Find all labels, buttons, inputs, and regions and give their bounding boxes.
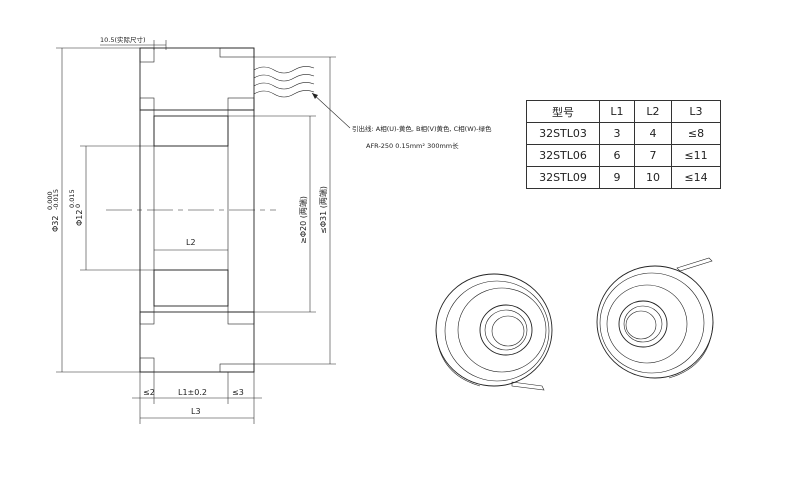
spec-table: 型号 L1 L2 L3 32STL03 3 4 ≤8 32STL06 6 7 ≤… — [526, 100, 721, 189]
isometric-view-front — [435, 273, 553, 391]
dim-l1: L1±0.2 — [178, 388, 207, 397]
dim-top-text: 10.5(实际尺寸) — [100, 35, 146, 44]
svg-text:0.000: 0.000 — [46, 191, 54, 210]
lead-wires — [253, 66, 315, 98]
svg-text:0.015: 0.015 — [68, 189, 76, 208]
isometric-view-rear — [596, 257, 714, 379]
lead-note-line1: 引出线: A相(U)-黄色, B相(V)黄色, C相(W)-绿色 — [352, 124, 492, 133]
dim-stator-diameter: ≤Φ31 (两端) — [318, 186, 328, 234]
table-row: 32STL09 9 10 ≤14 — [526, 166, 721, 189]
dim-rotor-diameter: ≥Φ20 (两端) — [298, 196, 308, 244]
stator-top — [139, 47, 255, 111]
rotor-top — [153, 115, 229, 147]
dim-l2: L2 — [186, 238, 196, 247]
svg-text:-0.015: -0.015 — [52, 189, 60, 210]
dim-l3: L3 — [191, 407, 201, 416]
cross-section — [106, 47, 351, 373]
dimensions: 10.5(实际尺寸) Φ32 0.000 -0.015 Φ12 0.015 0 … — [46, 35, 336, 424]
rotor-bottom — [153, 269, 229, 307]
table-row: 32STL03 3 4 ≤8 — [526, 122, 721, 145]
lead-note-line2: AFR-250 0.15mm² 300mm长 — [366, 141, 459, 150]
table-row: 32STL06 6 7 ≤11 — [526, 144, 721, 167]
header-model: 型号 — [526, 100, 600, 123]
table-header-row: 型号 L1 L2 L3 — [526, 100, 721, 123]
dim-right-gap: ≤3 — [232, 388, 244, 397]
header-l3: L3 — [671, 100, 721, 123]
dim-outer-diameter: Φ32 — [51, 216, 60, 232]
svg-text:0: 0 — [74, 204, 82, 208]
stator-bottom — [139, 311, 255, 373]
header-l1: L1 — [599, 100, 635, 123]
dim-left-gap: ≤2 — [143, 388, 155, 397]
header-l2: L2 — [634, 100, 672, 123]
dim-inner-diameter: Φ12 — [75, 210, 84, 226]
